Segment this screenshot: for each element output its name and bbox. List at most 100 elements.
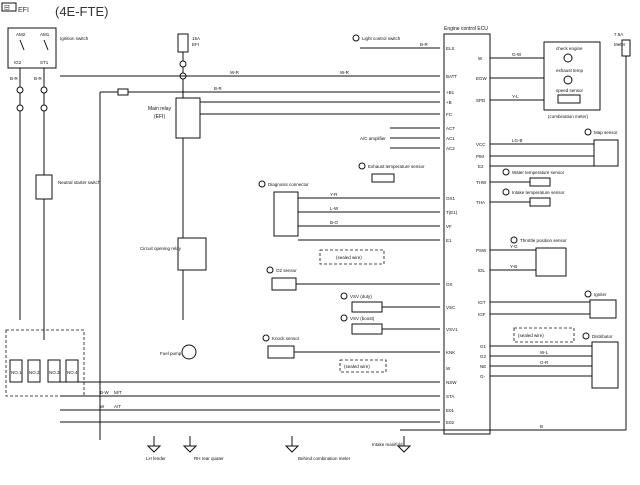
igniter-label: Igniter	[594, 292, 607, 297]
ground-intake-label: Intake manifold	[372, 442, 403, 447]
intake-temp-marker	[502, 188, 510, 196]
wire-label-gy: B-O	[330, 220, 339, 225]
vsv-duty	[351, 301, 383, 313]
ecu-pin-gminus: G-	[480, 374, 486, 379]
wire-label-wl: G-R	[540, 360, 549, 365]
vsv-duty-marker	[340, 292, 348, 300]
ecu-pin-vf: VF	[446, 224, 452, 229]
am2-contact	[19, 39, 25, 51]
vsv-boost-label: VSV (boost)	[350, 316, 375, 321]
connector-5	[179, 60, 187, 68]
ignition-switch-label: Ignition switch	[60, 36, 89, 41]
am2-label: AM2	[16, 32, 26, 37]
injector-1-label: NO.1	[11, 370, 22, 375]
ecu-right-pins: W EGW SPD VCC PIM E2 THW THA PSW IDL IGT…	[476, 56, 488, 379]
main-relay-label: Main relay	[148, 106, 172, 112]
ecu-pin-pim: PIM	[476, 154, 484, 159]
am1-label: AM1	[40, 32, 50, 37]
wire-label-yg: Y-G	[510, 244, 518, 249]
ecu-pin-g2: G2	[480, 354, 487, 359]
vsv-duty-label: VSV (duty)	[350, 294, 372, 299]
knock-label: Knock sensor	[272, 336, 300, 341]
combination-meter-label: (combination meter)	[548, 114, 589, 119]
check-engine-label: check engine	[556, 46, 583, 51]
header-badge: EFI	[18, 7, 29, 14]
connector-4	[40, 104, 48, 112]
ecu-pin-e02: E02	[446, 420, 455, 425]
injector-3-label: NO.3	[49, 370, 60, 375]
exhaust-temp-lamp-label: exhaust temp	[556, 68, 584, 73]
fuse-15a-label: 15A	[192, 36, 200, 41]
speed-sensor	[557, 94, 581, 104]
fuse-15a-efi	[177, 33, 189, 53]
connector-2	[40, 86, 48, 94]
ecu-pin-idl: IDL	[478, 268, 486, 273]
water-temp-marker	[502, 168, 510, 176]
ecu-pin-els: ELS	[446, 46, 455, 51]
grounds: LH fender RH rear quater Behind combinat…	[146, 436, 412, 461]
ecu-pin-spd: SPD	[476, 98, 486, 103]
ecu-left-pins: ELS BATT +B1 +B FC ACT AC1 AC2 OX1 T(E1)…	[446, 46, 458, 425]
fuel-pump-icon	[181, 344, 197, 360]
st1-label: ST1	[40, 60, 49, 65]
intake-temp-label: Intake temperature sensor	[512, 190, 565, 195]
fuel-pump-label: Fuel pump	[160, 351, 182, 356]
ecu-pin-te1: T(E1)	[446, 210, 458, 215]
exhaust-temp-resistor	[371, 173, 395, 183]
wire-label-ly: W-L	[540, 350, 549, 355]
wire-label-at: A/T	[114, 404, 121, 409]
ecu-pin-thw: THW	[476, 180, 487, 185]
ig2-label: IG2	[14, 60, 22, 65]
sealed-wire-label-3: (sealed wire)	[518, 333, 544, 338]
ecu-pin-w: W	[446, 366, 451, 371]
vsv-boost-marker	[340, 314, 348, 322]
fuse-75a-label: 7.5A	[614, 32, 623, 37]
o2-label: O2 sensor	[276, 268, 297, 273]
o2-marker	[266, 266, 274, 274]
distributor-marker	[582, 332, 590, 340]
ecu-pin-e1: E1	[446, 238, 452, 243]
diagnosis-connector	[273, 191, 299, 237]
diagnosis-label: Diagnosis connector	[268, 182, 309, 187]
water-temp-label: Water temperature sensor	[512, 170, 565, 175]
exhaust-temp-label: Exhaust temperature sensor	[368, 164, 425, 169]
injector-2-label: NO.2	[29, 370, 40, 375]
throttle-sensor	[535, 247, 567, 277]
ignition-switch: AM2 AM1 IG2 ST1 Ignition switch	[7, 27, 89, 69]
injector-2	[27, 359, 41, 383]
wire-label-b: W	[100, 404, 105, 409]
map-sensor-marker	[584, 128, 592, 136]
ac-amplifier-label: A/C amplifier	[360, 136, 386, 141]
light-control-marker	[352, 34, 360, 42]
throttle-label: Throttle position sensor	[520, 238, 567, 243]
ecu-pin-ac2: AC2	[446, 146, 455, 151]
diagnosis-marker	[258, 180, 266, 188]
neutral-starter-label: Neutral starter switch	[58, 180, 101, 185]
wire-label-rb-els: B-R	[420, 42, 429, 47]
efi-badge-icon: ⊟	[4, 5, 10, 12]
connector-block-1	[117, 88, 129, 96]
igniter-marker	[584, 290, 592, 298]
wire-label-bw: B-W	[100, 390, 110, 395]
ecu-pin-nsw: NSW	[446, 380, 457, 385]
sealed-wire-2	[339, 359, 387, 373]
ecu-pin-w-right: W	[478, 56, 483, 61]
ecu-pin-e01: E01	[446, 408, 455, 413]
ecu-pin-fc: FC	[446, 112, 453, 117]
ecu-label: Engine control ECU	[444, 26, 488, 32]
ecu-pin-sta: STA	[446, 394, 454, 399]
ecu-pin-ox1: OX1	[446, 196, 456, 201]
fuse-efi-label: EFI	[192, 42, 199, 47]
light-control-label: Light control switch	[362, 36, 401, 41]
injector-1	[9, 359, 23, 383]
water-temp-resistor	[529, 177, 551, 187]
ecu-pin-vsv1: VSV1	[446, 327, 458, 332]
main-relay	[175, 97, 201, 139]
ecu-pin-tha: THA	[476, 200, 485, 205]
throttle-marker	[510, 236, 518, 244]
fuse-meter-label: Meter	[614, 42, 626, 47]
ecu-pin-psw: PSW	[476, 248, 487, 253]
distributor-label: Distributor	[592, 334, 613, 339]
ecu-pin-ox: OX	[446, 282, 453, 287]
